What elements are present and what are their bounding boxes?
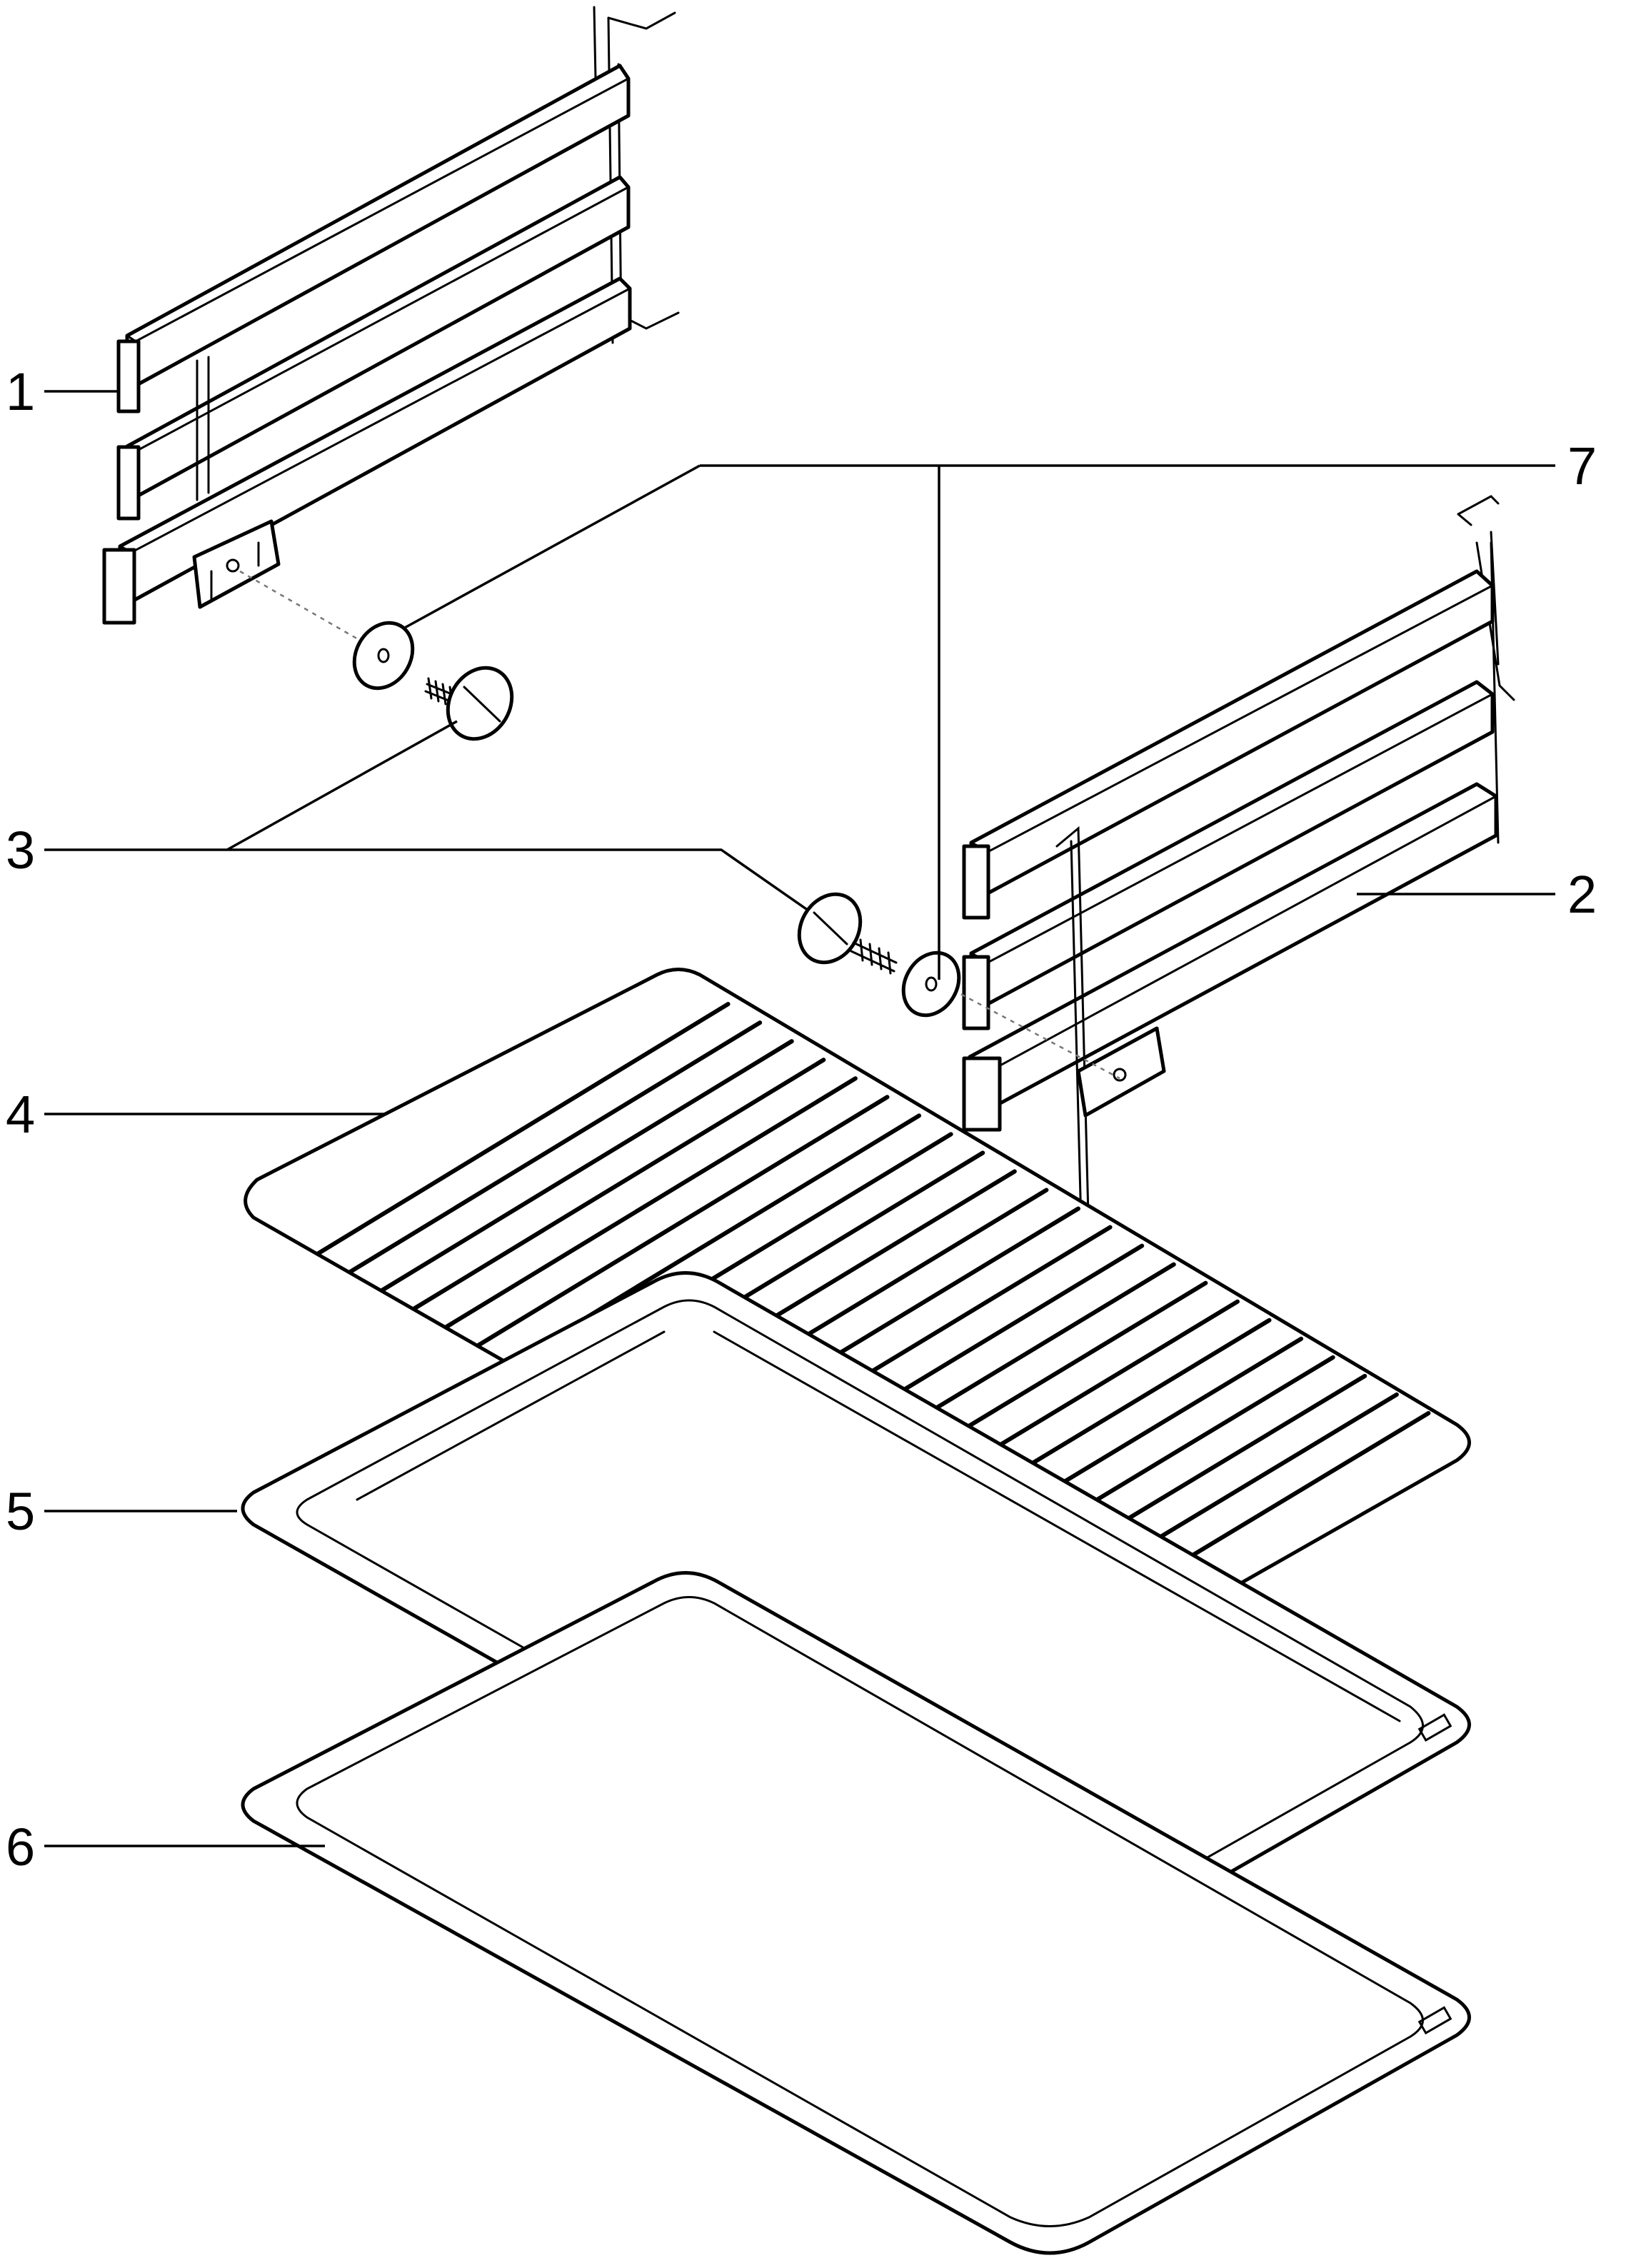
- shelf-wire-bar: [476, 1095, 890, 1348]
- callout-4: 4: [6, 1085, 35, 1144]
- flat-tray: [241, 1571, 1471, 2255]
- shelf-wire-bar: [316, 1002, 731, 1256]
- shelf-wire-bar: [444, 1076, 858, 1330]
- callout-1: 1: [6, 362, 35, 421]
- callout-3: 3: [6, 821, 35, 880]
- left-shelf-support: [102, 6, 680, 625]
- callout-2: 2: [1567, 865, 1597, 924]
- leader-3: [44, 720, 810, 912]
- callout-leaders: [44, 390, 1555, 1847]
- shelf-wire-bar: [348, 1020, 763, 1275]
- callout-labels: 1 2 3 4 5 6 7: [6, 362, 1597, 1877]
- shelf-wire-bar: [412, 1058, 826, 1311]
- callout-5: 5: [6, 1482, 35, 1541]
- callout-7: 7: [1567, 436, 1597, 496]
- baking-tray: [241, 1271, 1471, 1966]
- callout-6: 6: [6, 1817, 35, 1877]
- fixing-screws-and-washers: [239, 570, 1120, 1080]
- shelf-wire-bar: [380, 1039, 794, 1293]
- right-shelf-support: [962, 495, 1515, 1390]
- leader-7: [403, 464, 1555, 980]
